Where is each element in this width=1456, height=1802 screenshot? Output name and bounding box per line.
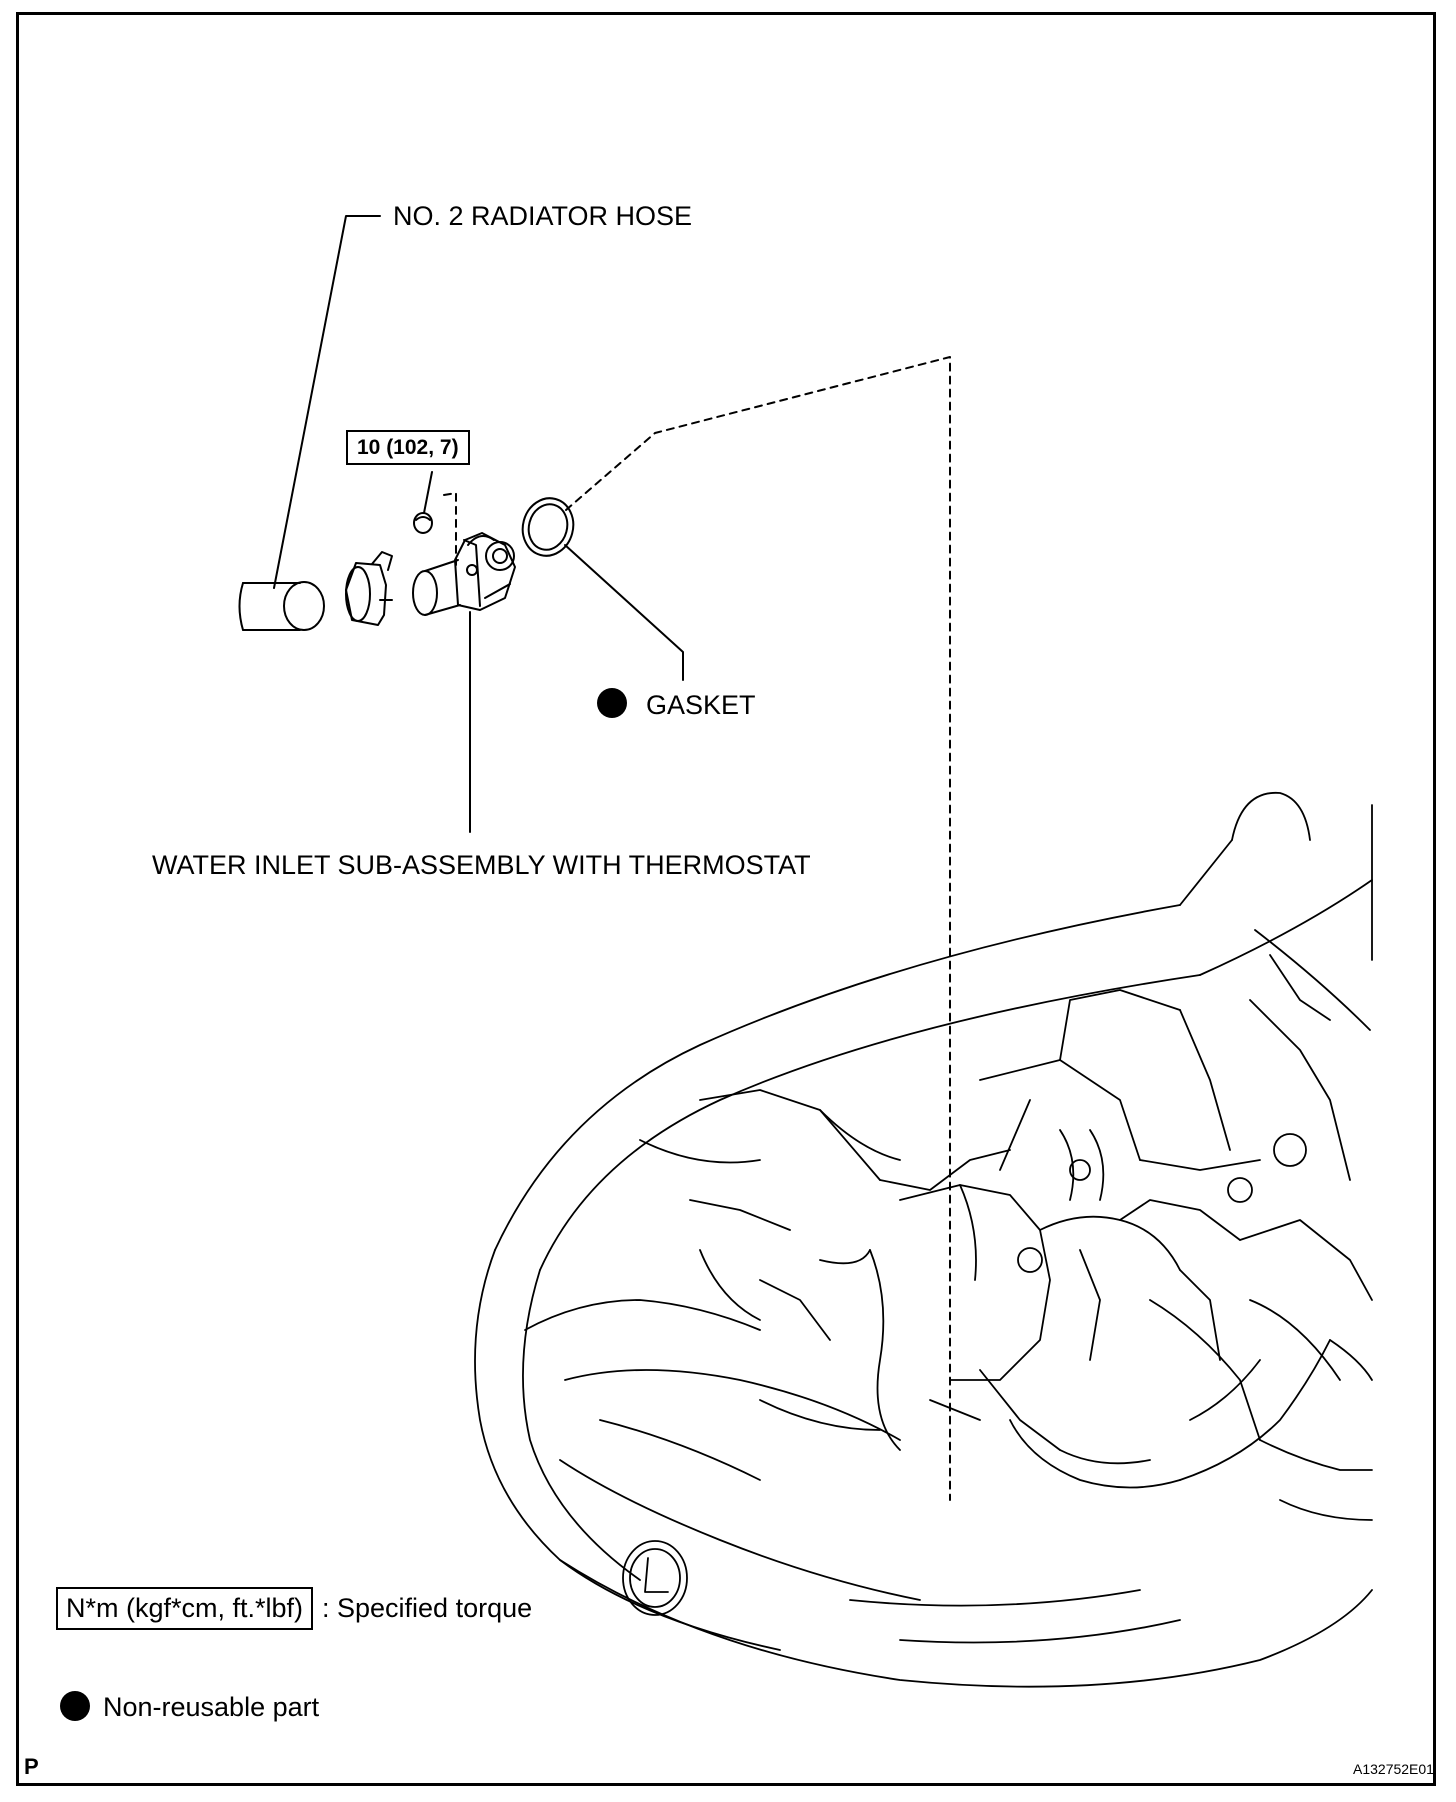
hose-clamp-part [345,551,393,626]
gasket-part [521,497,575,557]
gasket-leader [564,544,684,681]
legend-nonreusable-text: Non-reusable part [103,1692,320,1722]
radiator-hose-part [238,581,325,631]
legend-torque-text: : Specified torque [322,1593,533,1623]
radiator-hose-label: NO. 2 RADIATOR HOSE [393,201,693,231]
leader-lines [273,215,684,833]
bolt-pointer [423,471,433,514]
radiator-hose-leader [273,215,381,589]
figure-code: A132752E01 [1353,1761,1434,1777]
vehicle-engine-bay [474,792,1373,1688]
gasket-label: GASKET [646,690,756,720]
torque-spec-box: 10 (102, 7) [346,430,470,465]
water-inlet-part [412,532,516,616]
page-letter: P [24,1754,39,1779]
bolt-guide-line [443,492,457,566]
bolt-part [413,512,433,534]
diagram-frame [16,12,1436,1786]
gasket-guide-line [565,356,951,1501]
legend-nonreusable-icon [60,1691,90,1721]
legend-torque-box: N*m (kgf*cm, ft.*lbf) [56,1587,314,1630]
installation-guides [443,356,951,1501]
water-inlet-label: WATER INLET SUB-ASSEMBLY WITH THERMOSTAT [152,850,811,880]
nonreusable-marker-icon [597,688,627,718]
